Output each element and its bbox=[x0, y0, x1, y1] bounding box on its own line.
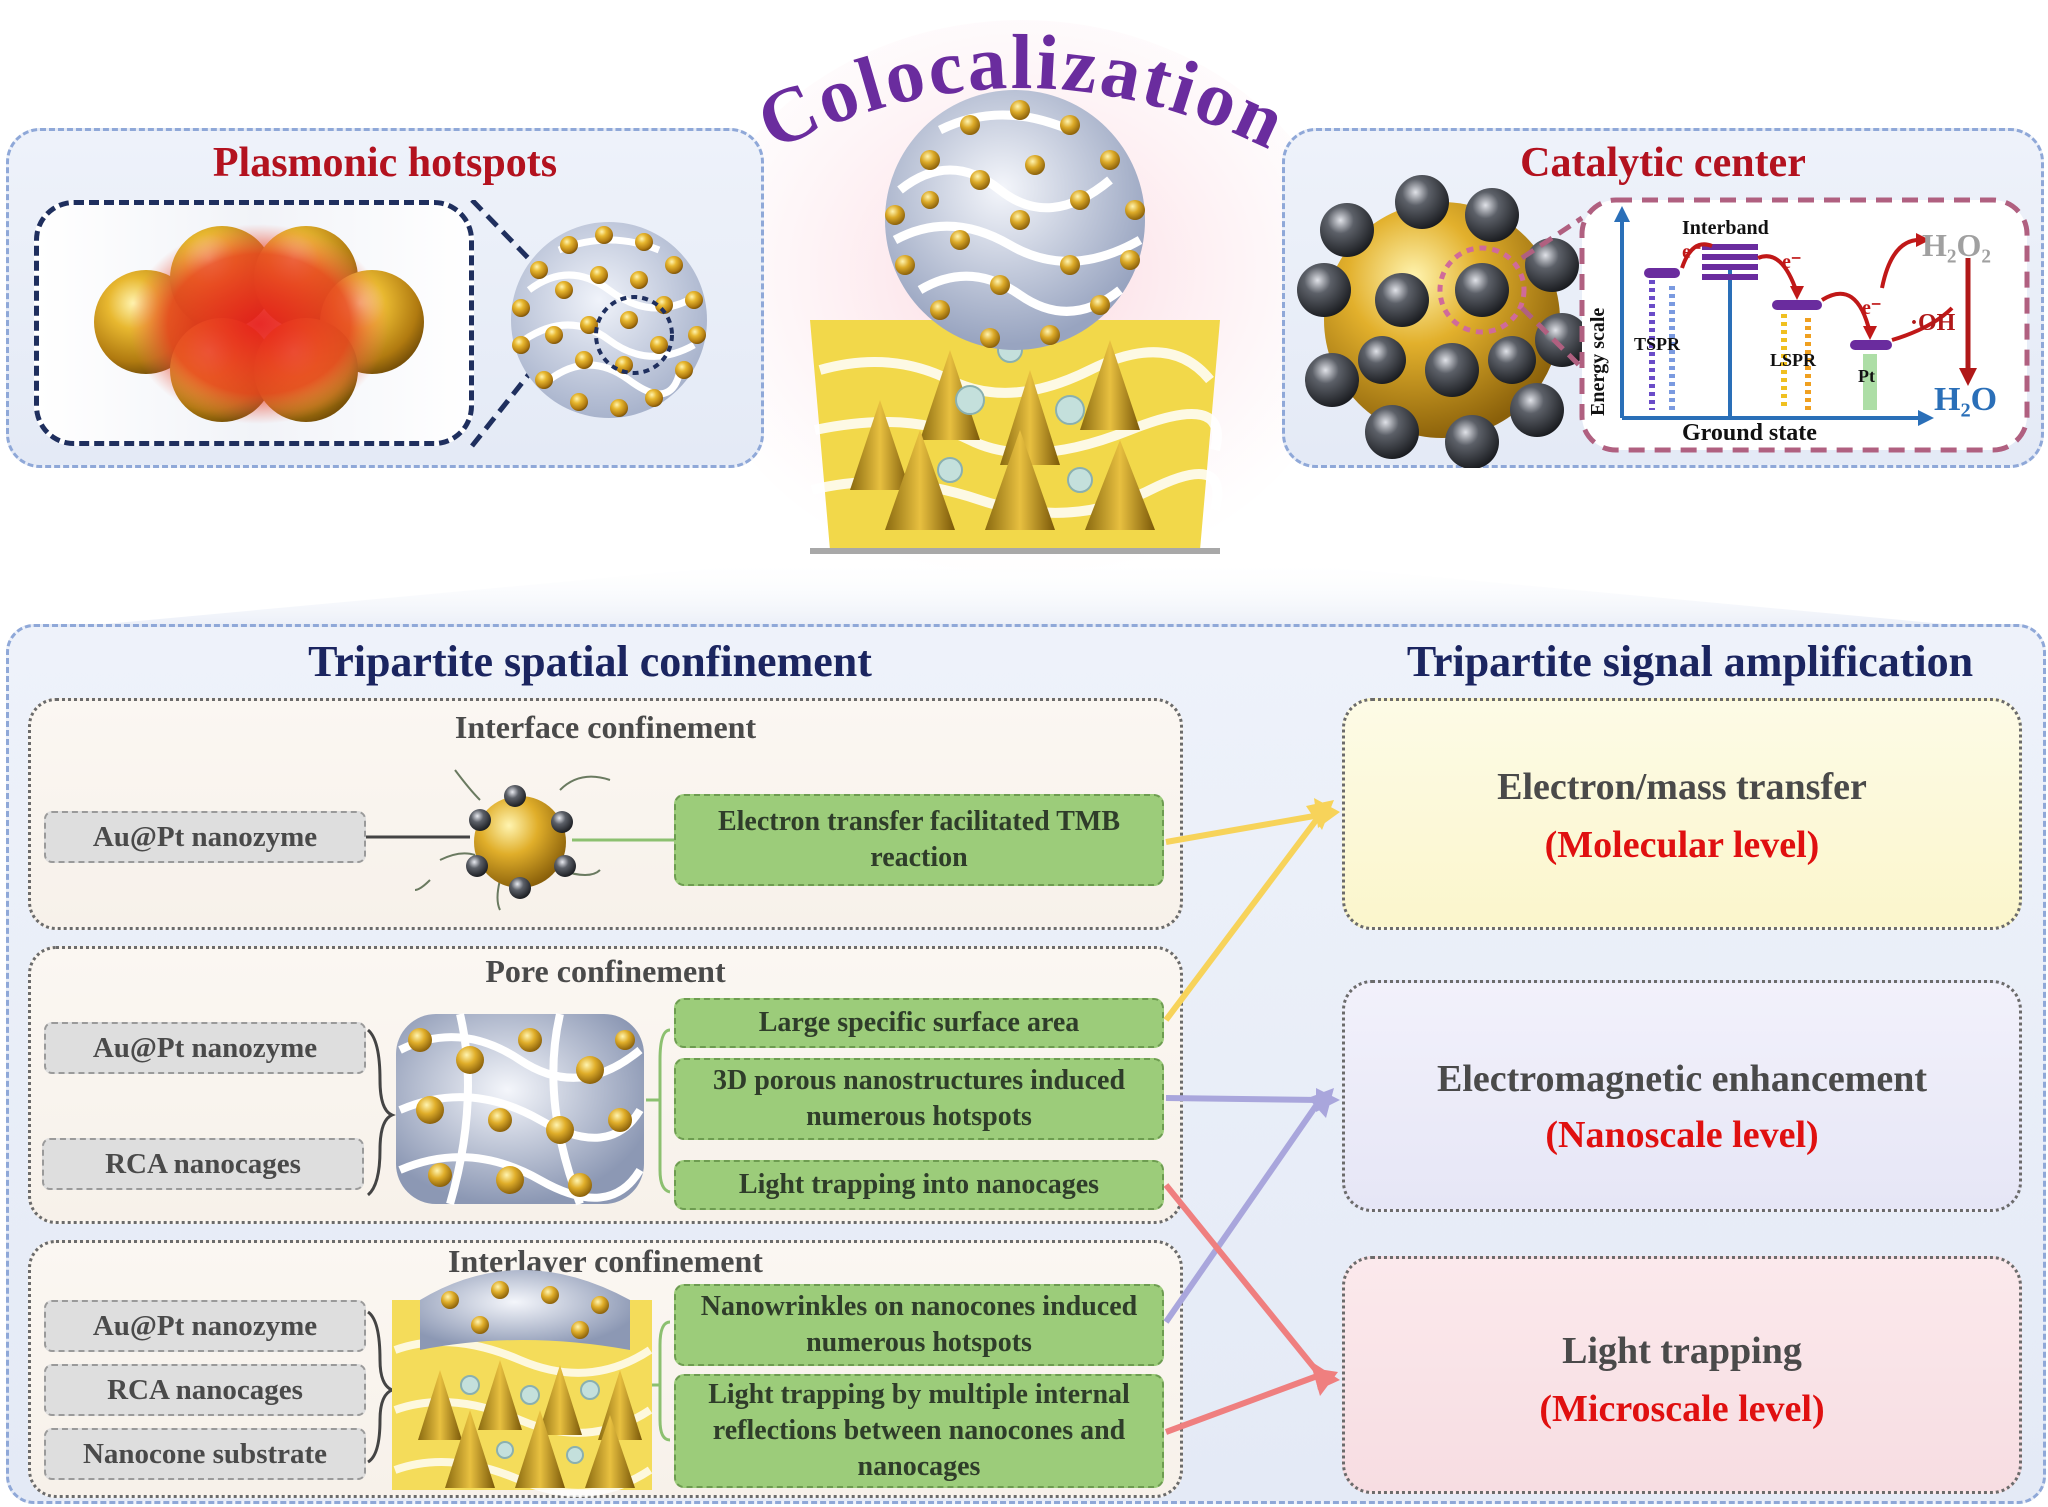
wrinkled-nanoball bbox=[511, 222, 707, 418]
microscale-level-label: (Microscale level) bbox=[1539, 1388, 1825, 1430]
electron-mass-transfer-box: Electron/mass transfer (Molecular level) bbox=[1342, 698, 2022, 930]
electron-label-1: e⁻ bbox=[1682, 241, 1701, 263]
interface-confinement-title: Interface confinement bbox=[454, 709, 757, 745]
electromagnetic-enhancement-label: Electromagnetic enhancement bbox=[1436, 1058, 1927, 1100]
pore-confinement-title: Pore confinement bbox=[485, 953, 726, 989]
molecular-level-label: (Molecular level) bbox=[1544, 824, 1820, 866]
catalytic-illustration: Energy scale Interband TSPR LSPR Pt Grou… bbox=[1297, 175, 2030, 468]
electron-label-3: e⁻ bbox=[1862, 297, 1881, 319]
pore-effect-porous-hotspots: 3D porous nanostructures induced numerou… bbox=[674, 1058, 1164, 1140]
spatial-confinement-title: Tripartite spatial confinement bbox=[308, 637, 872, 686]
interlayer-label-au-pt: Au@Pt nanozyme bbox=[44, 1300, 366, 1352]
central-colocalization-structure bbox=[810, 90, 1223, 554]
gold-nanoparticles bbox=[885, 100, 1145, 348]
tspr-label: TSPR bbox=[1634, 334, 1681, 354]
interlayer-confinement-title: Interlayer confinement bbox=[448, 1243, 763, 1279]
pore-label-rca: RCA nanocages bbox=[42, 1138, 364, 1190]
electromagnetic-enhancement-box: Electromagnetic enhancement (Nanoscale l… bbox=[1342, 980, 2022, 1212]
pore-effect-light-trapping: Light trapping into nanocages bbox=[674, 1160, 1164, 1210]
oh-label: ·OH bbox=[1910, 310, 1956, 336]
lspr-label: LSPR bbox=[1770, 350, 1817, 370]
electron-mass-transfer-label: Electron/mass transfer bbox=[1497, 766, 1867, 808]
gold-nanoparticle-cluster bbox=[94, 224, 424, 424]
pore-label-au-pt: Au@Pt nanozyme bbox=[44, 1022, 366, 1074]
light-trapping-box: Light trapping (Microscale level) bbox=[1342, 1256, 2022, 1494]
energy-diagram bbox=[1614, 206, 1977, 426]
interlayer-label-rca: RCA nanocages bbox=[44, 1364, 366, 1416]
interband-label: Interband bbox=[1682, 217, 1769, 239]
electron-label-2: e⁻ bbox=[1782, 251, 1801, 273]
signal-amplification-title: Tripartite signal amplification bbox=[1406, 637, 1974, 686]
h2o2-label: H₂O₂ bbox=[1922, 227, 1991, 263]
plasmonic-illustration bbox=[94, 200, 707, 448]
energy-scale-label: Energy scale bbox=[1587, 308, 1609, 416]
au-pt-particle bbox=[1297, 175, 1589, 468]
nanoscale-level-label: (Nanoscale level) bbox=[1545, 1114, 1819, 1156]
interface-label-au-pt: Au@Pt nanozyme bbox=[44, 811, 366, 863]
catalytic-center-title: Catalytic center bbox=[1520, 140, 1806, 186]
pt-label: Pt bbox=[1858, 366, 1875, 386]
interlayer-label-nanocone: Nanocone substrate bbox=[44, 1428, 366, 1480]
pore-effect-surface-area: Large specific surface area bbox=[674, 998, 1164, 1048]
rca-nanocages bbox=[937, 337, 1093, 493]
h2o-label: H₂O bbox=[1934, 381, 1997, 418]
plasmonic-hotspots-title: Plasmonic hotspots bbox=[212, 140, 558, 186]
light-trapping-label: Light trapping bbox=[1562, 1330, 1802, 1372]
interlayer-effect-nanowrinkles: Nanowrinkles on nanocones induced numero… bbox=[674, 1284, 1164, 1366]
interface-effect-electron-transfer: Electron transfer facilitated TMB reacti… bbox=[674, 794, 1164, 886]
nanocones bbox=[850, 340, 1155, 530]
ground-state-label: Ground state bbox=[1682, 420, 1817, 446]
interlayer-effect-multiple-reflections: Light trapping by multiple internal refl… bbox=[674, 1374, 1164, 1488]
zoom-wedge bbox=[40, 560, 2010, 630]
